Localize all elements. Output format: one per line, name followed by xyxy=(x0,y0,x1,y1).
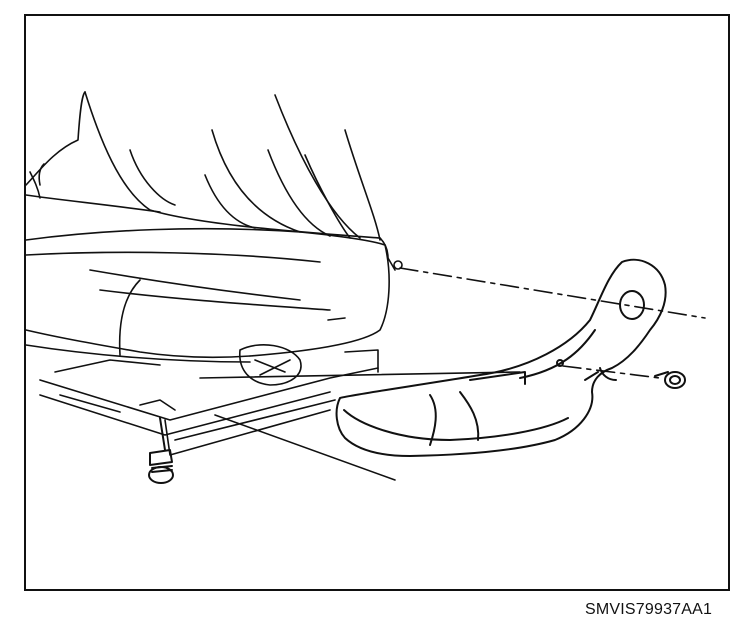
long-guide-lines xyxy=(199,371,521,481)
seat-back xyxy=(25,91,389,259)
clip-fastener-icon xyxy=(654,371,686,389)
screw-icon xyxy=(148,417,174,484)
seat-cushion xyxy=(25,227,403,363)
guide-lines xyxy=(399,267,706,379)
figure-code: SMVIS79937AA1 xyxy=(585,601,713,618)
seat-side-cover xyxy=(335,258,667,457)
